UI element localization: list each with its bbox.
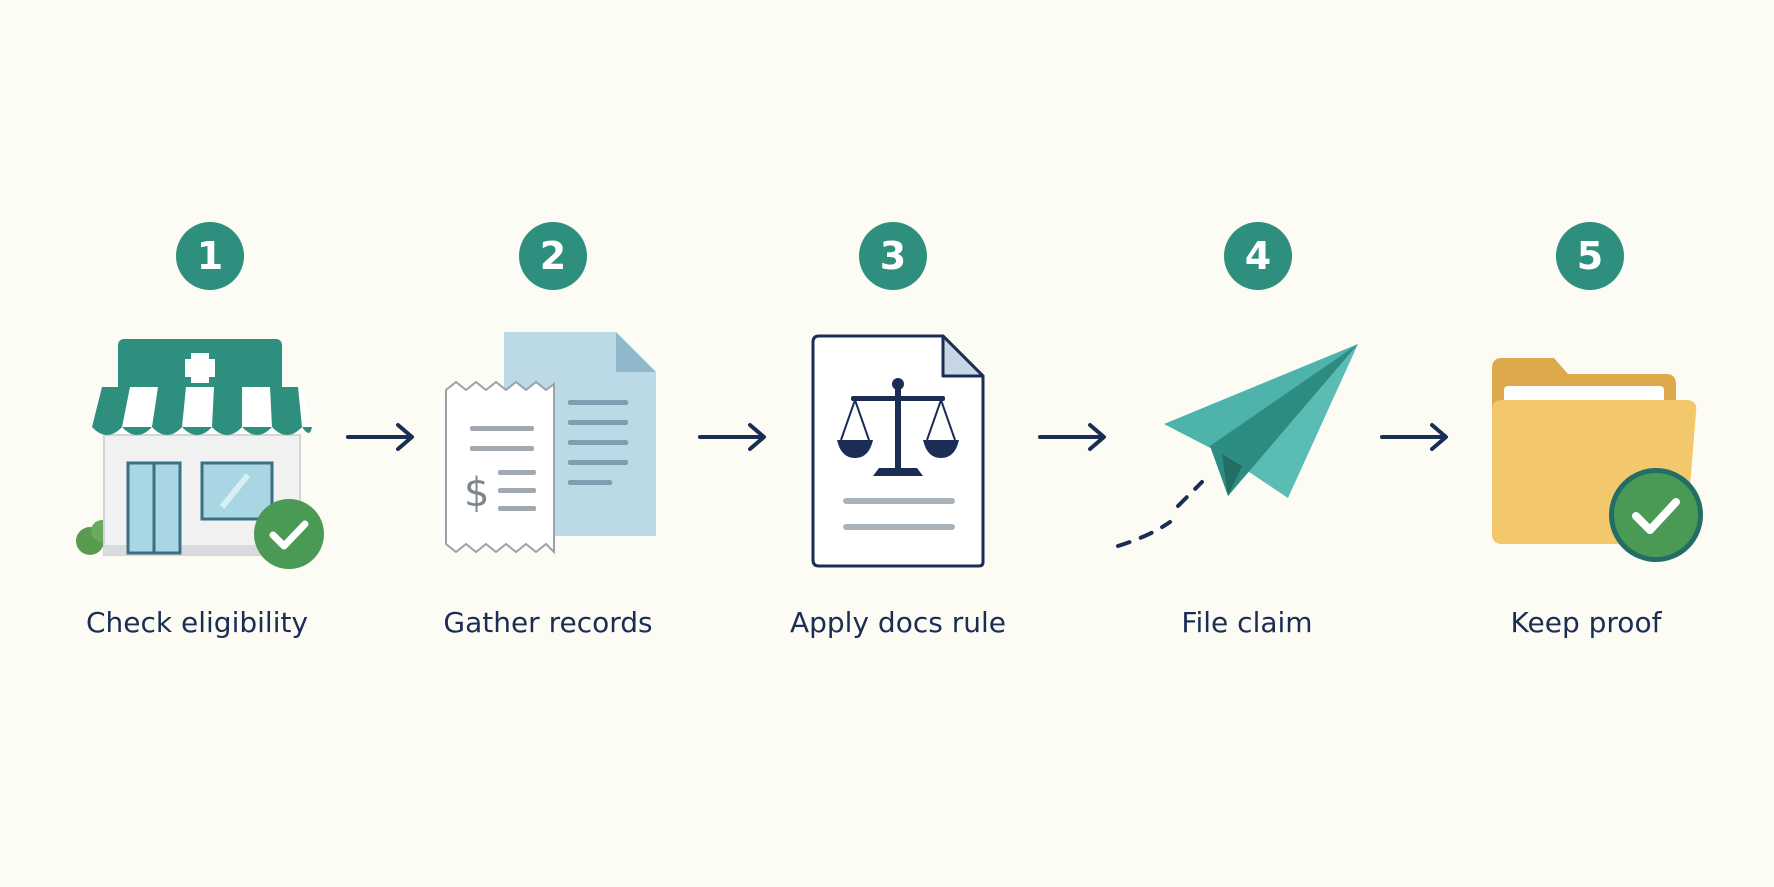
step-1-label: Check eligibility	[85, 606, 309, 639]
step-2-badge: 2	[519, 222, 587, 290]
check-badge-icon	[254, 499, 324, 569]
step-1-badge: 1	[176, 222, 244, 290]
arrow-right-icon	[1380, 423, 1448, 451]
step-3-label: Apply docs rule	[789, 606, 1006, 639]
step-2-label: Gather records	[443, 606, 653, 639]
pharmacy-store-icon	[76, 339, 312, 556]
step-5-badge: 5	[1556, 222, 1624, 290]
step-3-badge: 3	[859, 222, 927, 290]
arrow-right-icon	[1038, 423, 1106, 451]
svg-text:$: $	[464, 470, 489, 516]
check-badge-icon	[1609, 468, 1703, 562]
scales-document-icon	[811, 334, 985, 568]
step-5-label: Keep proof	[1510, 606, 1662, 639]
arrow-right-icon	[698, 423, 766, 451]
arrow-right-icon	[346, 423, 414, 451]
paper-plane-icon	[1116, 344, 1358, 548]
step-4-badge: 4	[1224, 222, 1292, 290]
step-4-label: File claim	[1181, 606, 1313, 639]
receipt-document-icon: $	[445, 332, 656, 555]
